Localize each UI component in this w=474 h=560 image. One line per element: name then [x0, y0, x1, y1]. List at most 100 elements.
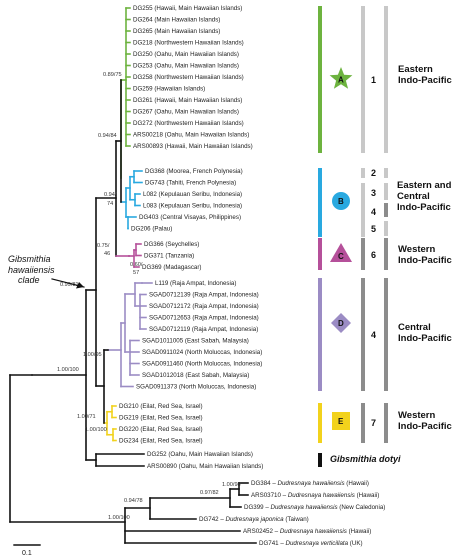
tip-locality: (New Caledonia)	[338, 504, 386, 511]
tip-id: DG218 (Northwestern Hawaiian Islands)	[133, 40, 244, 47]
tip-label: DG261 (Hawaii, Main Hawaiian Islands)	[133, 97, 242, 104]
support-value: 57	[133, 270, 139, 276]
support-value: 0.99/81	[60, 282, 79, 288]
haplogroup-number: 5	[371, 224, 376, 234]
region-label: Western	[398, 244, 436, 255]
support-value: 1.00/71	[77, 414, 96, 420]
tip-id: DG265 (Main Hawaiian Islands)	[133, 28, 220, 35]
tip-label: SGAD0712139 (Raja Ampat, Indonesia)	[149, 292, 259, 299]
tip-species: Dudresnaya japonica	[225, 516, 284, 523]
tip-label: SGAD0712172 (Raja Ampat, Indonesia)	[149, 303, 259, 310]
tip-label: DG234 (Eilat, Red Sea, Israel)	[119, 438, 203, 445]
tip-id: DG255 (Hawaii, Main Hawaiian Islands)	[133, 5, 242, 12]
support-value: 46	[104, 251, 110, 257]
tip-id: L083 (Kepulauan Seribu, Indonesia)	[143, 203, 242, 210]
support-value: 1.00/100	[85, 427, 107, 433]
region-label: Central	[398, 322, 431, 333]
tip-label: DG371 (Tanzania)	[144, 253, 194, 260]
haplogroup-bar	[384, 238, 388, 270]
outgroup-bar	[318, 453, 322, 467]
tip-label: DG210 (Eilat, Red Sea, Israel)	[119, 403, 203, 410]
tip-id: DG369 (Madagascar)	[142, 264, 202, 271]
tip-id: SGAD0712139 (Raja Ampat, Indonesia)	[149, 292, 259, 299]
haplogroup-number: 3	[371, 188, 376, 198]
clade-bar	[318, 403, 322, 443]
region-label: Indo-Pacific	[398, 255, 452, 266]
haplogroup-number: 7	[371, 418, 376, 428]
haplogroup-number: 6	[371, 250, 376, 260]
tip-id: DG206 (Palau)	[131, 226, 172, 233]
clade-bar	[318, 168, 322, 237]
tip-label: DG267 (Oahu, Main Hawaiian Islands)	[133, 109, 239, 116]
tip-label: SGAD0712119 (Raja Ampat, Indonesia)	[149, 326, 258, 333]
support-value: 1.00/100	[108, 515, 130, 521]
tip-label: SGAD0911373 (North Moluccas, Indonesia)	[136, 384, 256, 391]
tip-id: ARS00218 (Oahu, Main Hawaiian Islands)	[133, 132, 249, 139]
tip-id: SGAD0712172 (Raja Ampat, Indonesia)	[149, 303, 259, 310]
tip-id: DG261 (Hawaii, Main Hawaiian Islands)	[133, 97, 242, 104]
tip-id: DG403 (Central Visayas, Philippines)	[139, 214, 241, 221]
tip-species: Dudresnaya verticillata	[285, 540, 348, 547]
tip-id: SGAD0712653 (Raja Ampat, Indonesia)	[149, 315, 259, 322]
tip-label: L082 (Kepulauan Seribu, Indonesia)	[143, 191, 242, 198]
tip-label: DG255 (Hawaii, Main Hawaiian Islands)	[133, 5, 242, 12]
tip-id: DG220 (Eilat, Red Sea, Israel)	[119, 426, 203, 433]
support-value: 0.97/82	[200, 490, 219, 496]
outgroup-label: Gibsmithia dotyi	[330, 454, 401, 464]
support-value: 0.75/	[97, 243, 110, 249]
haplogroup-bar	[384, 183, 388, 200]
tip-id: DG366 (Seychelles)	[144, 241, 199, 248]
tip-id: DG219 (Eilat, Red Sea, Israel)	[119, 415, 203, 422]
tip-label: DG206 (Palau)	[131, 226, 172, 233]
star-icon	[329, 67, 353, 89]
clade-bar	[318, 278, 322, 391]
tip-label: DG742 – Dudresnaya japonica (Taiwan)	[199, 516, 309, 523]
tip-locality: (UK)	[348, 540, 362, 547]
tip-id: DG264 (Main Hawaiian Islands)	[133, 17, 220, 24]
tip-label: SGAD1011005 (East Sabah, Malaysia)	[142, 338, 249, 345]
haplogroup-bar	[361, 183, 365, 237]
annotation-species: hawaiiensis	[8, 265, 55, 275]
support-value: 0.94/	[104, 192, 117, 198]
tip-id: ARS02452 –	[243, 528, 280, 535]
tip-label: DG384 – Dudresnaya hawaiiensis (Hawaii)	[251, 480, 369, 487]
haplogroup-bar	[361, 6, 365, 153]
tip-species: Dudresnaya hawaiiensis	[277, 480, 344, 487]
tip-label: SGAD0712653 (Raja Ampat, Indonesia)	[149, 315, 259, 322]
tip-label: DG272 (Northwestern Hawaiian Islands)	[133, 120, 244, 127]
tip-label: DG250 (Oahu, Main Hawaiian Islands)	[133, 51, 239, 58]
support-value: 0.94/78	[124, 498, 143, 504]
tip-id: L119 (Raja Ampat, Indonesia)	[155, 280, 236, 287]
tip-id: ARS00890 (Oahu, Main Hawaiian Islands)	[147, 463, 263, 470]
tip-label: DG258 (Northwestern Hawaiian Islands)	[133, 74, 244, 81]
clade-letter: B	[338, 197, 344, 206]
region-label: Eastern and	[397, 180, 452, 191]
tip-id: DG384 –	[251, 480, 277, 487]
region-label: Western	[398, 410, 436, 421]
support-value: 0.94/84	[98, 133, 117, 139]
tip-id: ARS00893 (Hawaii, Main Hawaiian Islands)	[133, 143, 253, 150]
tip-id: DG272 (Northwestern Hawaiian Islands)	[133, 120, 244, 127]
tip-locality: (Hawaii)	[355, 492, 379, 499]
tip-id: SGAD0911460 (North Moluccas, Indonesia)	[142, 361, 262, 368]
tip-id: DG743 (Tahiti, French Polynesia)	[145, 180, 236, 187]
haplogroup-number: 1	[371, 75, 376, 85]
haplogroup-bar	[361, 168, 365, 178]
tip-locality: (Taiwan)	[284, 516, 309, 523]
support-value: 1.00/95	[83, 352, 102, 358]
tip-id: DG250 (Oahu, Main Hawaiian Islands)	[133, 51, 239, 58]
clade-bar	[318, 6, 322, 153]
tip-label: DG259 (Hawaiian Islands)	[133, 86, 205, 93]
tip-species: Dudresnaya hawaiiensis	[280, 528, 347, 535]
diamond-icon	[331, 313, 351, 333]
haplogroup-number: 4	[371, 207, 376, 217]
tip-id: DG259 (Hawaiian Islands)	[133, 86, 205, 93]
region-label: Indo-Pacific	[398, 333, 452, 344]
tip-label: L083 (Kepulauan Seribu, Indonesia)	[143, 203, 242, 210]
tip-id: L082 (Kepulauan Seribu, Indonesia)	[143, 191, 242, 198]
tip-label: ARS00890 (Oahu, Main Hawaiian Islands)	[147, 463, 263, 470]
annotation-clade: clade	[18, 275, 40, 285]
clade-letter: D	[338, 319, 344, 328]
haplogroup-bar	[384, 278, 388, 391]
